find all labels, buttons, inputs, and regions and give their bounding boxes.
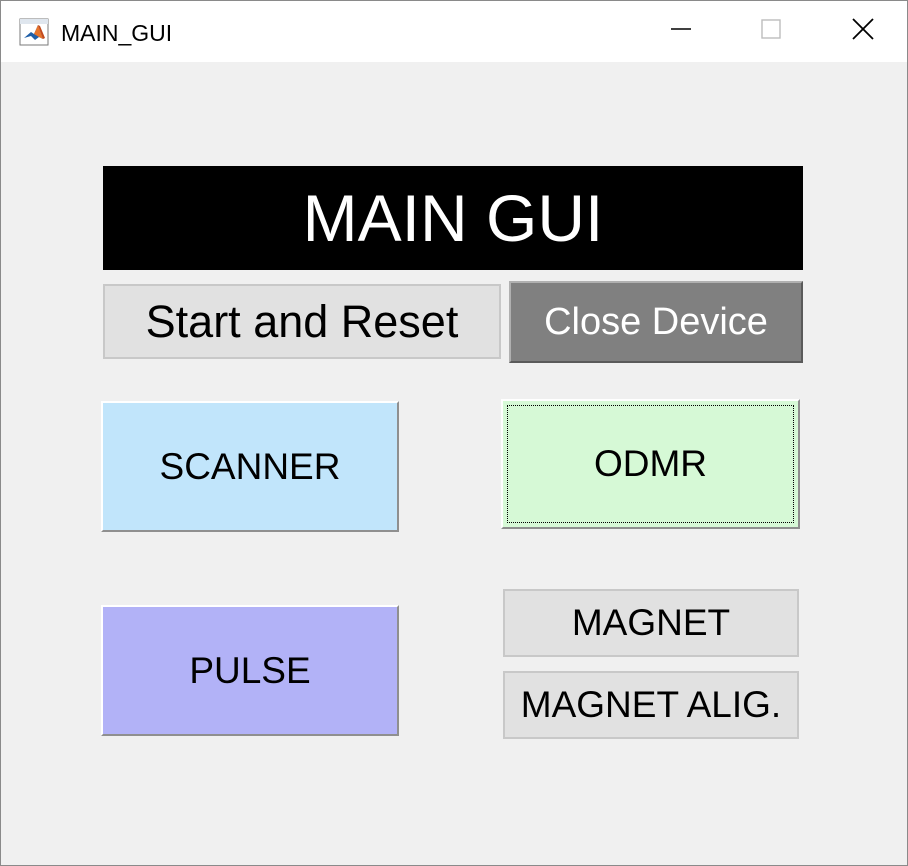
main-gui-banner: MAIN GUI bbox=[103, 166, 803, 270]
magnet-button[interactable]: MAGNET bbox=[503, 589, 799, 657]
close-device-button[interactable]: Close Device bbox=[509, 281, 803, 363]
close-button[interactable] bbox=[817, 1, 908, 62]
maximize-button[interactable] bbox=[725, 1, 817, 62]
start-and-reset-button[interactable]: Start and Reset bbox=[103, 284, 501, 359]
odmr-button[interactable]: ODMR bbox=[501, 399, 800, 529]
scanner-button[interactable]: SCANNER bbox=[101, 401, 399, 532]
figure-canvas: MAIN GUI Start and Reset Close Device SC… bbox=[1, 62, 907, 865]
magnet-alignment-button[interactable]: MAGNET ALIG. bbox=[503, 671, 799, 739]
minimize-icon bbox=[669, 17, 693, 46]
odmr-button-label: ODMR bbox=[593, 443, 708, 484]
minimize-button[interactable] bbox=[635, 1, 727, 62]
close-icon bbox=[850, 16, 876, 47]
title-bar[interactable]: MAIN_GUI bbox=[1, 1, 907, 62]
window-title: MAIN_GUI bbox=[61, 20, 173, 46]
matlab-icon bbox=[19, 18, 49, 46]
pulse-button[interactable]: PULSE bbox=[101, 605, 399, 736]
maximize-icon bbox=[759, 17, 783, 46]
